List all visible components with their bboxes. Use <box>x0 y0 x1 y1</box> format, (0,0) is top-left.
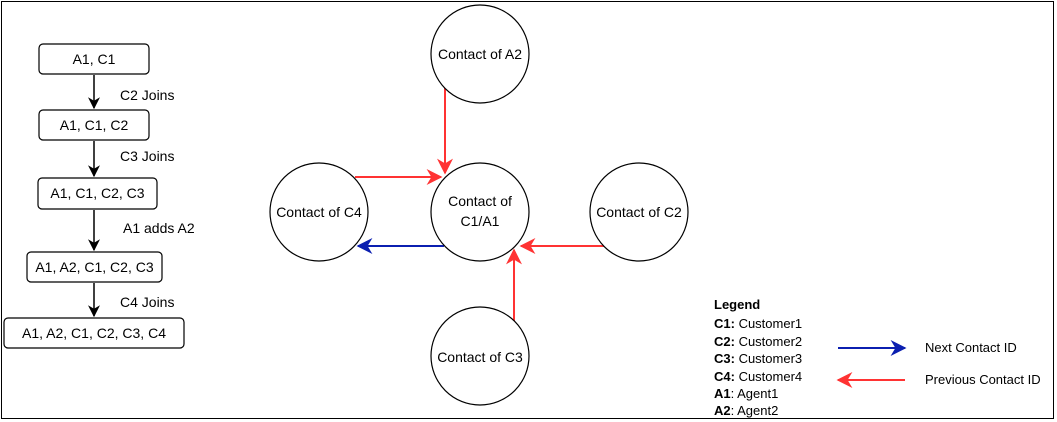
contact-label-c2: Contact of C2 <box>596 204 682 220</box>
state-box-5: A1, A2, C1, C2, C3, C4 <box>3 317 185 349</box>
legend-title: Legend <box>714 297 760 312</box>
transition-label-2: C3 Joins <box>120 148 174 164</box>
state-box-1: A1, C1 <box>38 43 150 75</box>
legend-entry-a1: A1: Agent1 <box>714 386 778 401</box>
legend-entry-c1: C1: Customer1 <box>714 316 802 331</box>
legend-entry-a2: A2: Agent2 <box>714 403 778 418</box>
contact-node-center: Contact of C1/A1 <box>430 162 530 262</box>
state-box-4: A1, A2, C1, C2, C3 <box>26 251 163 283</box>
state-label-2: A1, C1, C2 <box>60 117 129 133</box>
contact-node-c2: Contact of C2 <box>589 162 689 262</box>
contact-node-c3: Contact of C3 <box>430 306 530 406</box>
legend-previous-label: Previous Contact ID <box>925 372 1041 387</box>
state-box-2: A1, C1, C2 <box>38 109 150 141</box>
contact-node-a2: Contact of A2 <box>430 4 530 104</box>
contact-label-center-line1: Contact of <box>448 193 512 209</box>
legend-next-label: Next Contact ID <box>925 340 1017 355</box>
state-label-5: A1, A2, C1, C2, C3, C4 <box>22 325 166 341</box>
contact-label-c3: Contact of C3 <box>437 349 523 365</box>
transition-label-1: C2 Joins <box>120 87 174 103</box>
legend-entry-c2: C2: Customer2 <box>714 334 802 349</box>
state-box-3: A1, C1, C2, C3 <box>37 177 158 210</box>
contact-node-c4: Contact of C4 <box>269 162 369 262</box>
contact-label-center-line2: C1/A1 <box>461 213 500 229</box>
state-label-1: A1, C1 <box>73 51 116 67</box>
transition-label-4: C4 Joins <box>120 294 174 310</box>
transition-label-3: A1 adds A2 <box>123 220 195 236</box>
contact-label-c4: Contact of C4 <box>276 204 362 220</box>
state-label-3: A1, C1, C2, C3 <box>50 185 144 201</box>
legend: Legend C1: Customer1 C2: Customer2 C3: C… <box>714 297 1041 418</box>
legend-entry-c4: C4: Customer4 <box>714 369 802 384</box>
legend-entry-c3: C3: Customer3 <box>714 351 802 366</box>
contact-label-a2: Contact of A2 <box>438 46 522 62</box>
state-label-4: A1, A2, C1, C2, C3 <box>35 259 153 275</box>
